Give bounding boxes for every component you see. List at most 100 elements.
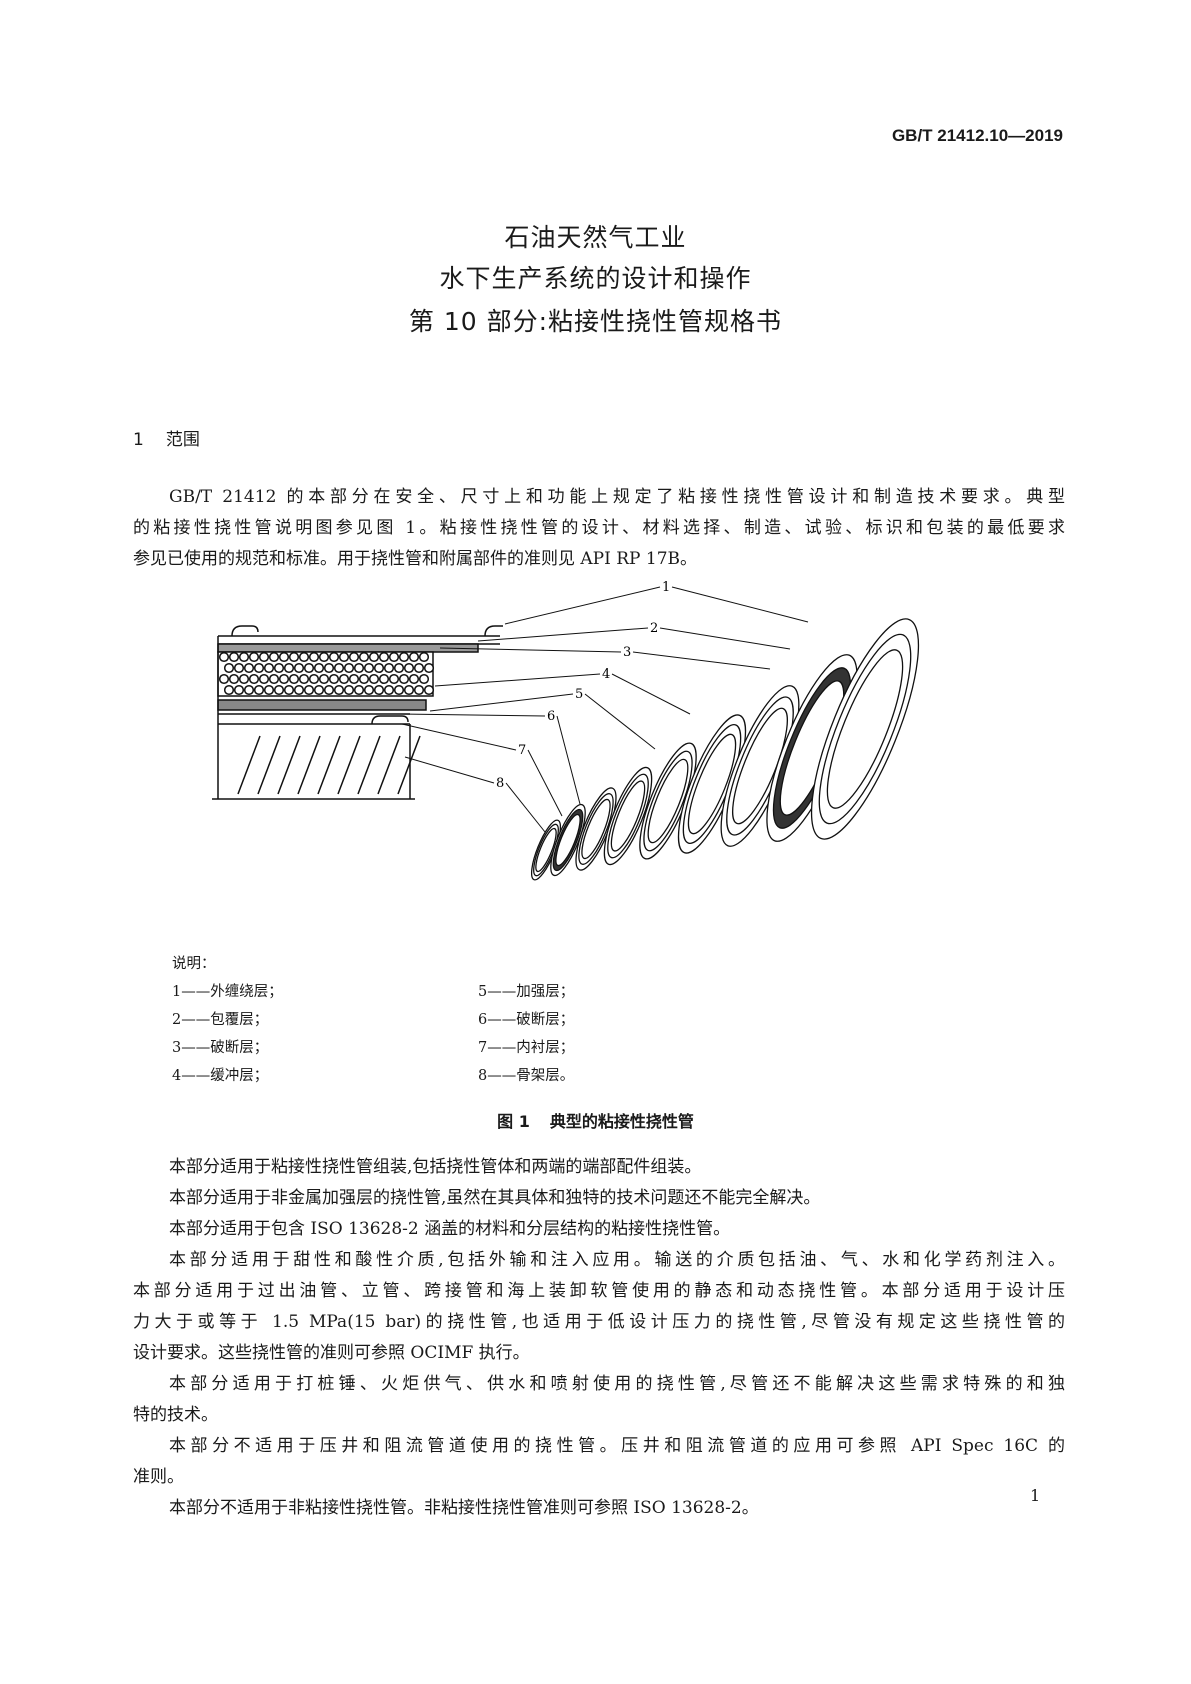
armor-wire-dot [323,684,335,696]
title-line-1: 石油天然气工业 [504,223,687,252]
armor-wire-dot [228,673,240,685]
legend-item: 1——外缠绕层； [172,984,283,1000]
armor-wire-dot [218,651,230,663]
hatch-line [237,735,261,795]
legend-item: 2——包覆层； [172,1012,269,1028]
armor-wire-dot [338,651,350,663]
armor-wire-dot [423,662,435,674]
title-line-3: 第 10 部分:粘接性挠性管规格书 [408,307,783,336]
hatch-line [257,735,281,795]
armor-wire-dot [273,662,285,674]
armor-wire-dot [313,662,325,674]
armor-wire-dot [243,684,255,696]
paragraph: 本部分不适用于非粘接性挠性管。非粘接性挠性管准则可参照 ISO 13628-2。 [133,1493,1065,1524]
armor-wire-dot [283,662,295,674]
callout-number: 4 [602,667,610,682]
armor-wire-dot [248,651,260,663]
armor-wire-dot [393,662,405,674]
armor-wire-dot [348,651,360,663]
text-line: 本部分不适用于压井和阻流管道使用的挠性管。压井和阻流管道的应用可参照 API S… [169,1436,1065,1456]
page-number: 1 [1030,1486,1041,1505]
armor-wire-dot [353,662,365,674]
armor-wire-dot [293,684,305,696]
caption-number: 图 1 [497,1112,530,1131]
hatch-line [337,735,361,795]
text-line: 本部分适用于打桩锤、火炬供气、供水和喷射使用的挠性管,尽管还不能解决这些需求特殊… [169,1374,1065,1394]
title-line-2: 水下生产系统的设计和操作 [439,264,752,293]
armor-wire-dot [278,651,290,663]
paragraph: 本部分不适用于压井和阻流管道使用的挠性管。压井和阻流管道的应用可参照 API S… [133,1431,1065,1493]
text-line: 本部分适用于包含 ISO 13628-2 涵盖的材料和分层结构的粘接性挠性管。 [169,1219,731,1239]
armor-wire-dot [238,651,250,663]
section-title: 范围 [165,430,200,450]
legend-column-2: 5——加强层； 6——破断层； 7——内衬层； 8——骨架层。 [478,978,574,1090]
armor-wire-dot [368,673,380,685]
armor-wire-dot [403,684,415,696]
callout-leader-line [429,693,574,712]
text-line: 准则。 [133,1467,184,1487]
armor-wire-dot [283,684,295,696]
armor-wire-dot [288,651,300,663]
armor-wire-dot [243,662,255,674]
text-line: 的粘接性挠性管说明图参见图 1。粘接性挠性管的设计、材料选择、制造、试验、标识和… [133,518,1065,538]
armor-wire-dot [383,662,395,674]
armor-wire-dot [308,651,320,663]
text-line: 设计要求。这些挠性管的准则可参照 OCIMF 执行。 [133,1343,530,1363]
armor-wire-dot [348,673,360,685]
armor-wire-dot [238,673,250,685]
armor-wire-dot [298,651,310,663]
pipe-layer-ring [766,654,858,842]
armor-wire-dot [218,673,230,685]
armor-wire-dot [288,673,300,685]
legend-item: 5——加强层； [478,984,575,1000]
callout-leader-line [504,586,661,625]
callout-leader-line [404,756,495,784]
callout-leader-line [632,651,771,670]
callout-number: 3 [623,645,631,660]
cross-section-drawing [212,625,503,800]
armor-wire-dot [298,673,310,685]
armor-wire-dot [343,684,355,696]
callout-number: 2 [650,621,658,636]
intro-paragraph: GB/T 21412 的本部分在安全、尺寸上和功能上规定了粘接性挠性管设计和制造… [133,482,1065,575]
armor-wire-dot [358,673,370,685]
hatch-line [357,735,381,795]
callout-leader-line [659,627,791,650]
hatch-line [277,735,301,795]
armor-wire-dot [318,651,330,663]
hatch-line [377,735,401,795]
armor-wire-dot [263,684,275,696]
figure-caption: 图 1 典型的粘接性挠性管 [0,1108,1191,1132]
hatch-line [397,735,421,795]
armor-wire-dot [328,673,340,685]
pipe-layer-ring [603,766,653,866]
armor-wire-dot [408,651,420,663]
caption-title: 典型的粘接性挠性管 [549,1112,694,1131]
armor-wire-dot [363,662,375,674]
armor-wire-dot [333,662,345,674]
callout-number: 1 [662,580,670,595]
armor-wire-dot [418,651,430,663]
hatch-line [297,735,321,795]
text-line: 本部分适用于非金属加强层的挠性管,虽然在其具体和独特的技术问题还不能完全解决。 [169,1188,821,1208]
armor-wire-dot [258,651,270,663]
armor-wire-dot [258,673,270,685]
armor-wire-dot [233,662,245,674]
armor-wire-dot [373,684,385,696]
paragraph: 本部分适用于非金属加强层的挠性管,虽然在其具体和独特的技术问题还不能完全解决。 [133,1183,1065,1214]
armor-wire-dot [273,684,285,696]
armor-wire-dot [418,673,430,685]
armor-wire-dot [353,684,365,696]
armor-wire-dot [373,662,385,674]
armor-wire-dot [223,662,235,674]
armor-wire-dot [393,684,405,696]
armor-wire-dot [253,684,265,696]
legend-item: 3——破断层； [172,1040,269,1056]
armor-wire-dot [343,662,355,674]
paragraph: 本部分适用于粘接性挠性管组装,包括挠性管体和两端的端部配件组装。 [133,1152,1065,1183]
text-line: 本部分适用于甜性和酸性介质,包括外输和注入应用。输送的介质包括油、气、水和化学药… [169,1250,1065,1270]
armor-wire-dot [278,673,290,685]
armor-wire-dot [403,662,415,674]
armor-wire-dot [378,673,390,685]
